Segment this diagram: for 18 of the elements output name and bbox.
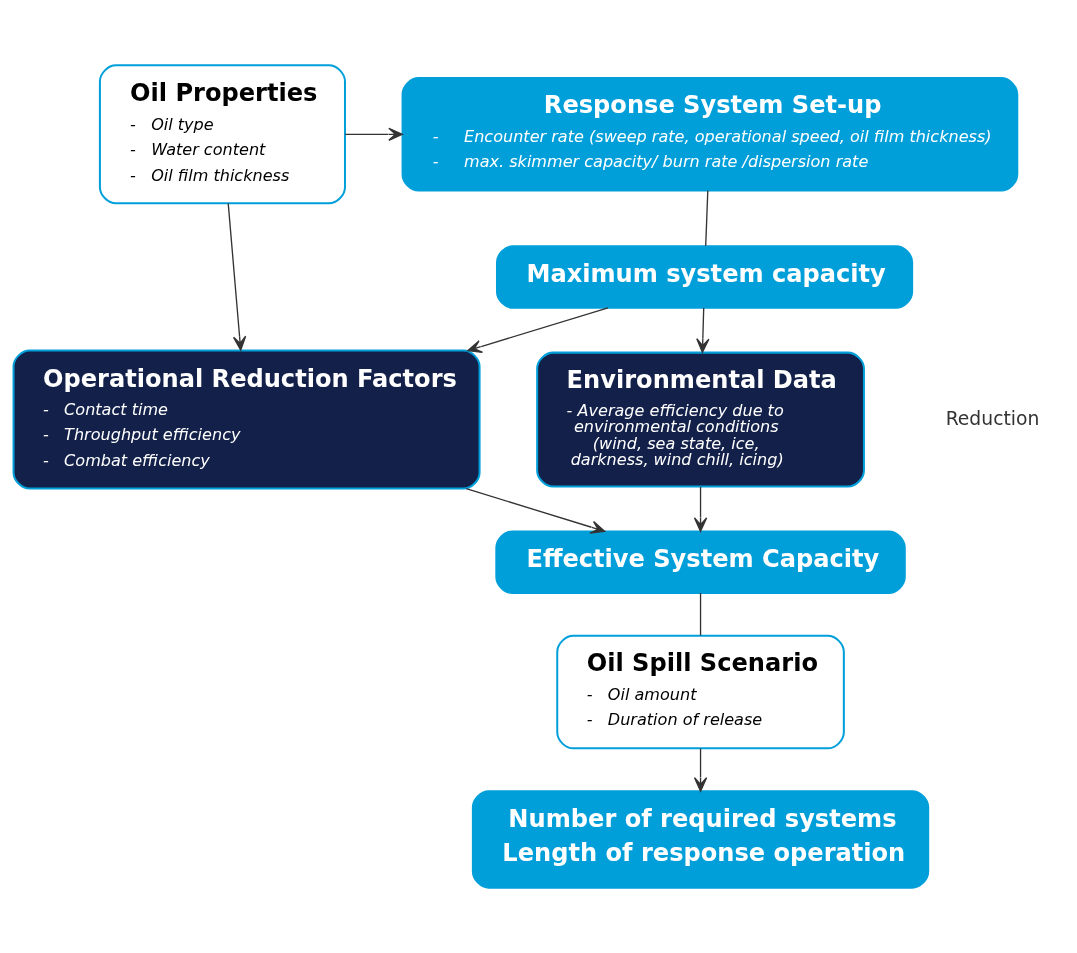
label: Reduction xyxy=(945,407,1040,429)
node-box: Oil Spill Scenario - Oil amount - Duration of release xyxy=(556,634,845,750)
node-box: Operational Reduction Factors - Contact time - Throughput efficiency - Combat efficiency xyxy=(12,349,481,490)
arrow xyxy=(696,307,710,353)
arrow xyxy=(344,127,403,141)
node-box: Number of required systems Length of response operation xyxy=(471,790,930,889)
arrow xyxy=(227,202,247,351)
node-box: Effective System Capacity xyxy=(495,530,906,594)
arrow xyxy=(467,307,609,354)
node-box: Environmental Data - Average efficiency due to environmental conditions (wind, sea state, ice, darkness, wind chill, icing) xyxy=(536,351,865,488)
node-box: Response System Set-up - Encounter rate (sweep rate, operational speed, oil film thickness) - max. skimmer capacity/ burn rate /dispersion rate xyxy=(401,77,1019,192)
arrow xyxy=(693,486,708,532)
arrow xyxy=(465,487,606,534)
connector xyxy=(705,189,709,247)
arrow xyxy=(693,747,708,792)
connector xyxy=(699,592,702,637)
node-box: Maximum system capacity xyxy=(495,245,914,309)
node-box: Oil Properties - Oil type - Water content - Oil film thickness xyxy=(98,64,346,205)
